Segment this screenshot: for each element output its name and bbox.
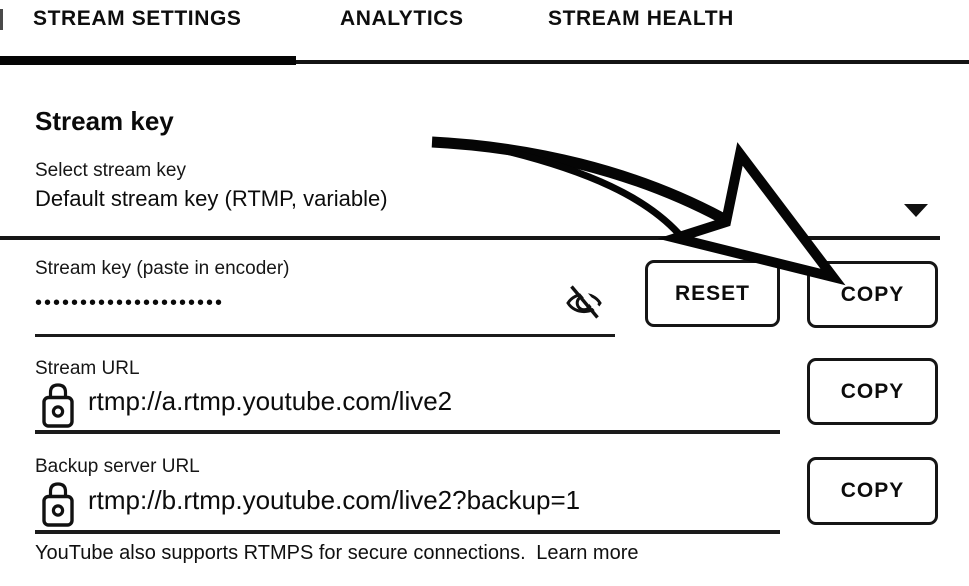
section-title: Stream key [35,106,174,136]
tab-analytics[interactable]: ANALYTICS [340,7,464,30]
stream-key-field-label: Stream key (paste in encoder) [35,258,290,279]
copy-stream-url-button[interactable]: COPY [807,358,938,425]
backup-url-underline [35,530,780,534]
stream-url-value: rtmp://a.rtmp.youtube.com/live2 [88,386,453,416]
active-tab-indicator [0,56,296,65]
backup-url-value: rtmp://b.rtmp.youtube.com/live2?backup=1 [88,485,581,515]
chevron-down-icon [904,204,928,217]
copy-stream-key-button[interactable]: COPY [807,261,938,328]
toggle-key-visibility-button[interactable] [564,283,604,323]
stream-url-label: Stream URL [35,358,140,379]
rtmps-note: YouTube also supports RTMPS for secure c… [35,542,638,565]
backup-url-label: Backup server URL [35,456,200,477]
lock-icon [41,381,75,429]
stream-key-select[interactable]: Default stream key (RTMP, variable) [35,186,388,211]
tab-stream-health[interactable]: STREAM HEALTH [548,7,734,30]
eye-off-icon [566,283,603,319]
edge-artifact [0,9,3,30]
select-field-underline [0,236,940,240]
stream-key-underline [35,334,615,337]
reset-button[interactable]: RESET [645,260,780,327]
lock-icon [41,480,75,528]
tab-bar-divider [0,60,969,64]
learn-more-link[interactable]: Learn more [536,542,639,564]
rtmps-note-text: YouTube also supports RTMPS for secure c… [35,542,526,564]
tab-stream-settings[interactable]: STREAM SETTINGS [33,7,242,30]
select-stream-key-label: Select stream key [35,160,186,181]
stream-key-masked-value: ••••••••••••••••••••• [35,292,225,314]
stream-url-underline [35,430,780,434]
copy-backup-url-button[interactable]: COPY [807,457,938,525]
